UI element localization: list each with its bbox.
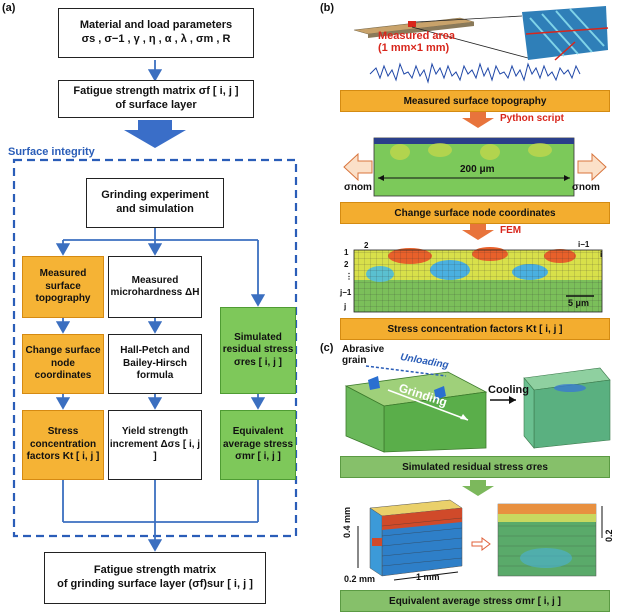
- surface-fatigue-line1: Fatigue strength matrix: [93, 564, 217, 577]
- big-down-arrow: [124, 120, 186, 148]
- dim-1mm: 1 mm: [416, 572, 440, 582]
- grid-label-dots: ⋮: [345, 272, 353, 281]
- grinding-sim-figure: Abrasive grain Unloading Grinding Coolin…: [338, 344, 614, 454]
- hall-petch-box: Hall-Petch and Bailey-Hirsch formula: [108, 334, 202, 394]
- grid-label-j: j: [344, 302, 347, 311]
- grid-label-2-top: 2: [364, 241, 369, 250]
- dim-02mm-left: 0.2 mm: [344, 574, 376, 584]
- grid-label-1: 1: [344, 248, 349, 257]
- width-200-label: 200 μm: [460, 164, 495, 175]
- measured-topography-box: Measured surface topography: [22, 256, 104, 318]
- cooling-label: Cooling: [488, 384, 529, 396]
- measured-area-line1: Measured area: [378, 30, 456, 42]
- panel-c-label: (c): [320, 342, 334, 354]
- residual-stress-box: Simulated residual stress σres [ i, j ]: [220, 307, 296, 394]
- topography-figure: Measured area (1 mm×1 mm): [350, 6, 612, 90]
- measured-area-line2: (1 mm×1 mm): [378, 42, 450, 55]
- bar-simulated-residual: Simulated residual stress σres: [340, 456, 610, 478]
- dim-02mm-right: 0.2 mm: [604, 525, 617, 542]
- equivalent-stress-figure: 0.4 mm 0.2 mm 1 mm 0.2 mm: [340, 496, 617, 588]
- grinding-line2: and simulation: [116, 203, 194, 215]
- bar-equivalent-average: Equivalent average stress σmr [ i, j ]: [340, 590, 610, 612]
- stress-concentration-box: Stress concentration factors Kt [ i, j ]: [22, 410, 104, 480]
- panel-b-label: (b): [320, 2, 335, 14]
- dim-04mm: 0.4 mm: [342, 506, 352, 538]
- surface-integrity-label: Surface integrity: [6, 146, 97, 158]
- surface-fatigue-line2: of grinding surface layer (σf)sur [ i, j…: [57, 578, 253, 590]
- sigma-nom-left: σnom: [344, 182, 372, 193]
- scale-label: 5 μm: [568, 298, 590, 308]
- stress-field-figure: 1 2 2 ⋮ j−1 j i−1 i 5 μm: [340, 240, 610, 318]
- fatigue-matrix-subtitle: of surface layer: [115, 99, 197, 111]
- change-nodes-box: Change surface node coordinates: [22, 334, 104, 394]
- microhardness-box: Measured microhardness ΔH: [108, 256, 202, 318]
- grid-label-2: 2: [344, 260, 349, 269]
- surface-fatigue-matrix-box: Fatigue strength matrix of grinding surf…: [44, 552, 266, 604]
- grid-label-im1: i−1: [578, 240, 590, 249]
- sigma-nom-right: σnom: [572, 182, 600, 193]
- bar-stress-concentration: Stress concentration factors Kt [ i, j ]: [340, 318, 610, 340]
- material-params-symbols: σs , σ−1 , γ , η , α , λ , σm , R: [81, 33, 231, 45]
- bar-measured-topography: Measured surface topography: [340, 90, 610, 112]
- grain-text: grain: [342, 355, 367, 366]
- abrasive-grain-label: Abrasive grain: [342, 344, 384, 366]
- grinding-box: Grinding experiment and simulation: [86, 178, 224, 228]
- bar-change-nodes: Change surface node coordinates: [340, 202, 610, 224]
- material-params-title: Material and load parameters: [79, 19, 233, 32]
- measured-area-label: Measured area (1 mm×1 mm): [378, 30, 455, 54]
- fatigue-matrix-title: Fatigue strength matrix σf [ i, j ]: [73, 85, 239, 98]
- grid-label-i: i: [600, 250, 603, 259]
- material-params-box: Material and load parameters σs , σ−1 , …: [58, 8, 254, 58]
- grinding-line1: Grinding experiment: [101, 189, 209, 202]
- equivalent-stress-box: Equivalent average stress σmr [ i, j ]: [220, 410, 296, 480]
- fatigue-matrix-box: Fatigue strength matrix σf [ i, j ] of s…: [58, 80, 254, 118]
- grid-label-jm1: j−1: [340, 288, 352, 297]
- fem-label: FEM: [500, 225, 522, 236]
- python-script-label: Python script: [500, 113, 564, 124]
- panel-a-label: (a): [2, 2, 16, 14]
- node-mesh-figure: 200 μm σnom σnom: [340, 134, 610, 200]
- yield-increment-box: Yield strength increment Δσs [ i, j ]: [108, 410, 202, 480]
- abrasive-text: Abrasive: [342, 344, 385, 355]
